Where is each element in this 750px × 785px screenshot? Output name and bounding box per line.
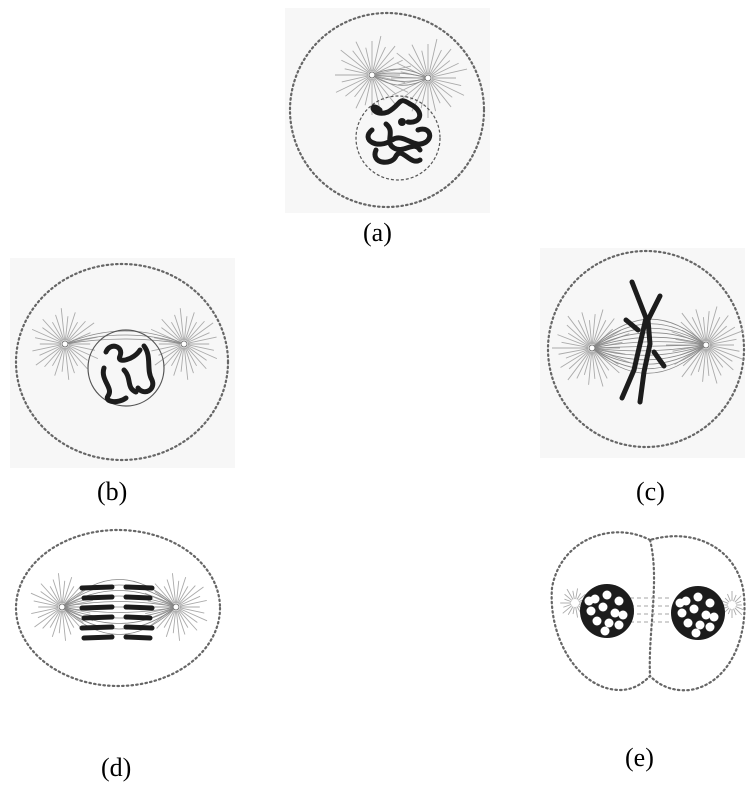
cell-e-cleavage-furrow xyxy=(650,540,654,676)
label-e: (e) xyxy=(625,743,654,772)
cell-e-daughter-nucleus-left xyxy=(580,584,634,638)
cell-a-nucleolus xyxy=(398,118,406,126)
label-a: (a) xyxy=(363,218,392,247)
cell-d-centrosome-right xyxy=(173,604,179,610)
cell-e xyxy=(552,532,745,690)
cell-b xyxy=(10,258,235,468)
cell-a xyxy=(285,8,490,213)
label-d: (d) xyxy=(101,753,131,782)
cell-d xyxy=(16,530,220,686)
cell-c xyxy=(540,248,745,458)
cell-e-daughter-nucleus-right xyxy=(671,586,725,640)
cell-d-membrane xyxy=(16,530,220,686)
cell-a-centrosome-left xyxy=(369,72,375,78)
cell-c-centrosome-left xyxy=(589,345,595,351)
cell-b-centrosome-left xyxy=(62,341,68,347)
cell-d-centrosome-left xyxy=(59,604,65,610)
cell-a-centrosome-right xyxy=(425,75,431,81)
chromosome-pair xyxy=(84,597,150,598)
cell-b-centrosome-right xyxy=(181,341,187,347)
chromosome-pair xyxy=(84,637,150,638)
chromosome-pair xyxy=(82,627,152,628)
cell-e-midbody xyxy=(630,598,672,622)
label-c: (c) xyxy=(636,477,665,506)
chromosome-pair xyxy=(82,587,152,588)
cell-c-centrosome-right xyxy=(703,342,709,348)
label-b: (b) xyxy=(97,477,127,506)
